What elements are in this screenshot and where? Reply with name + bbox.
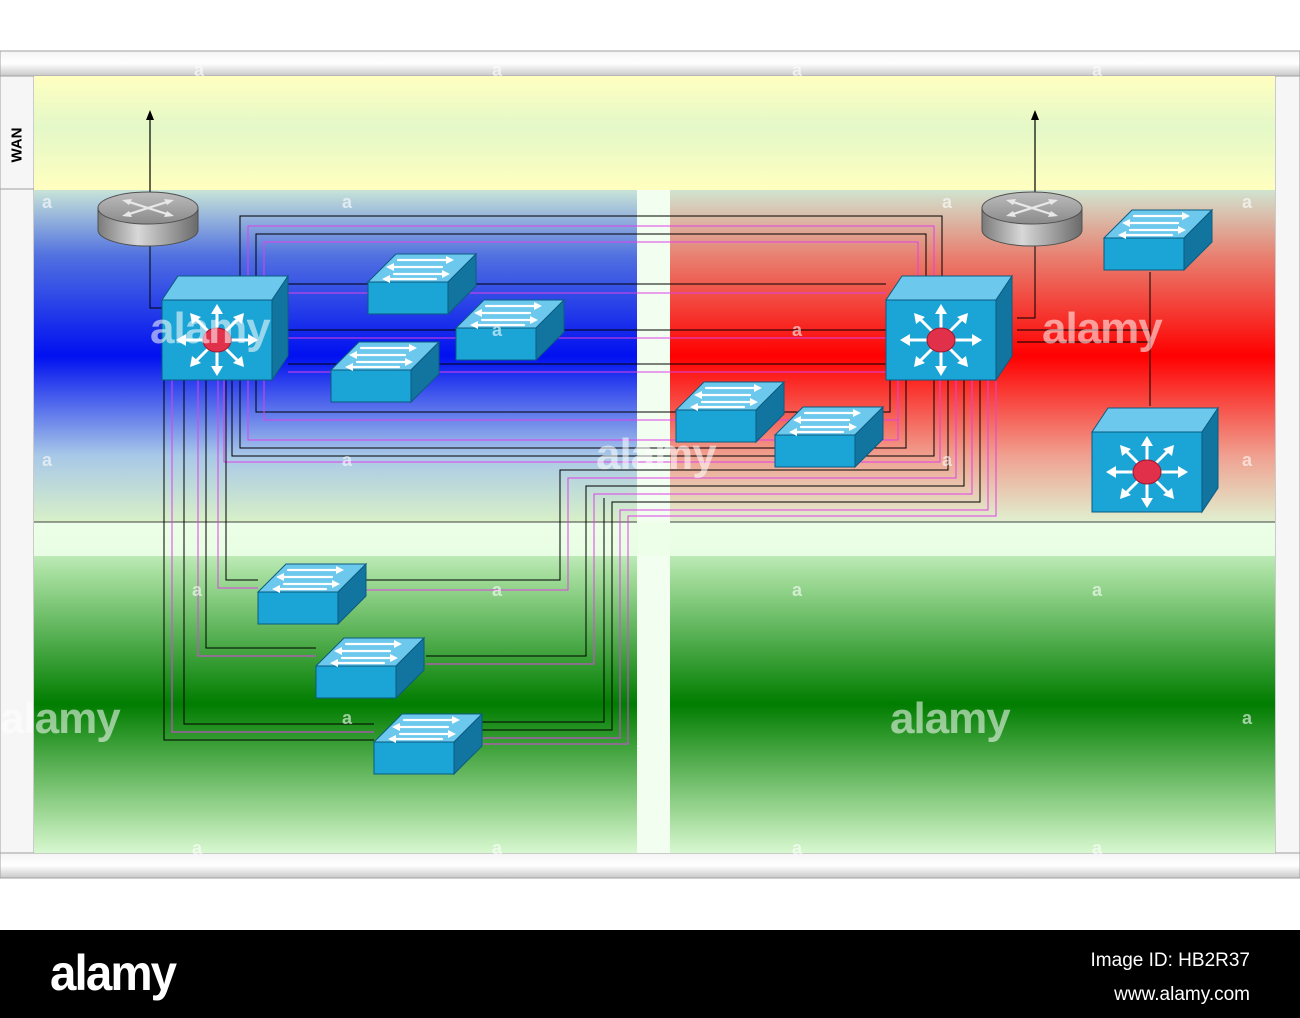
watermark-mark: a — [792, 320, 803, 340]
watermark-mark: a — [192, 838, 203, 858]
watermark-mark: a — [1242, 450, 1253, 470]
watermark-mark: a — [792, 838, 803, 858]
watermark-mark: a — [792, 60, 803, 80]
stock-footer: alamy Image ID: HB2R37 www.alamy.com — [0, 930, 1300, 1018]
watermark-mark: a — [192, 580, 203, 600]
watermark-mark: a — [492, 838, 503, 858]
image-id: Image ID: HB2R37 — [1090, 950, 1250, 971]
watermark: alamy — [1042, 304, 1163, 353]
site-url: www.alamy.com — [1114, 984, 1250, 1005]
alamy-logo: alamy — [50, 945, 177, 1001]
access-links — [163, 380, 997, 745]
watermark-mark: a — [492, 320, 503, 340]
layer3-switch-icon — [1090, 406, 1220, 514]
watermark-mark: a — [194, 60, 205, 80]
watermark-mark: a — [1092, 60, 1103, 80]
watermark-mark: a — [342, 192, 353, 212]
watermark-mark: a — [1092, 838, 1103, 858]
watermark-mark: a — [492, 580, 503, 600]
wan-label-text: WAN — [8, 127, 26, 163]
watermark: alamy — [596, 430, 717, 479]
watermark-mark: a — [342, 450, 353, 470]
frame-top-bar — [0, 50, 1300, 77]
zone-divider-vertical — [637, 190, 670, 853]
watermark-mark: a — [1242, 708, 1253, 728]
network-diagram — [0, 50, 1300, 879]
watermark-mark: a — [792, 580, 803, 600]
frame-bottom-bar — [0, 852, 1300, 879]
frame-left-bar — [0, 75, 35, 854]
router-core-links — [149, 236, 1036, 319]
router-icon — [980, 190, 1084, 248]
wan-zone-label: WAN — [0, 103, 34, 187]
zone-green-right — [670, 522, 1275, 853]
watermark: alamy — [0, 694, 121, 743]
watermark-mark: a — [42, 450, 53, 470]
watermark-mark: a — [1092, 580, 1103, 600]
watermark-mark: a — [1242, 192, 1253, 212]
watermark: alamy — [890, 694, 1011, 743]
layer3-switch-icon — [884, 274, 1014, 382]
frame-right-bar — [1274, 75, 1300, 854]
watermark-mark: a — [492, 60, 503, 80]
right-stack-links — [1017, 272, 1151, 406]
zone-wan — [34, 76, 1275, 190]
core-distribution-links — [223, 380, 941, 463]
watermark: alamy — [150, 304, 271, 353]
watermark-mark: a — [42, 192, 53, 212]
zone-divider-horizontal — [34, 522, 1275, 556]
wan-uplinks — [146, 110, 1039, 195]
watermark-mark: a — [942, 450, 953, 470]
router-icon — [96, 190, 200, 248]
watermark-mark: a — [342, 708, 353, 728]
watermark-mark: a — [942, 192, 953, 212]
